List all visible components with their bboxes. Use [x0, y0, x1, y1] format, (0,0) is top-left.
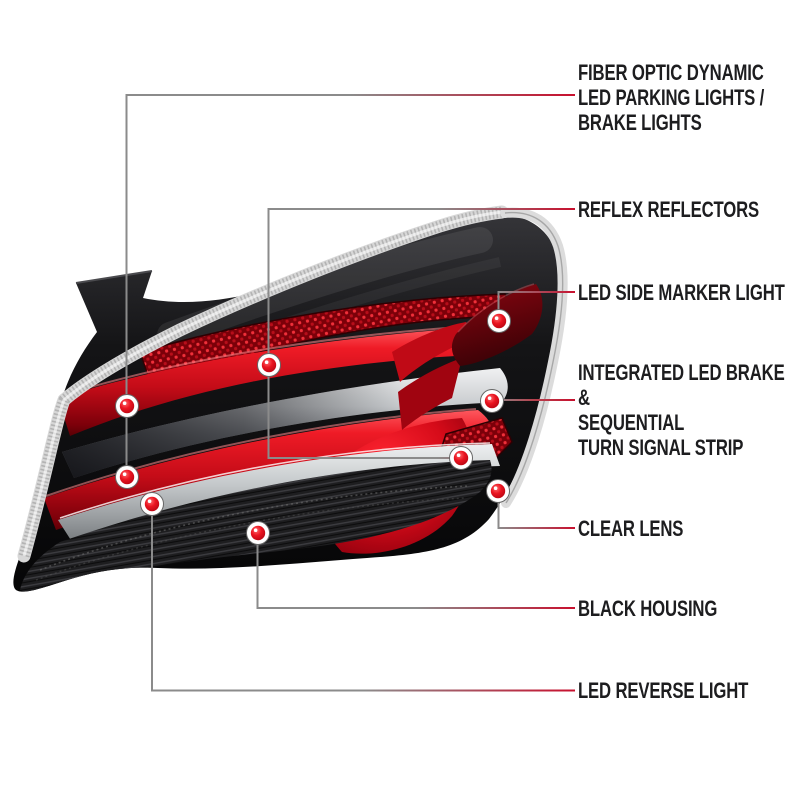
marker-dot-side-marker: [487, 309, 511, 333]
callout-line-clear-lens: [497, 491, 575, 529]
marker-dot-reflex-lower: [449, 446, 473, 470]
callout-label-line: INTEGRATED LED BRAKE: [578, 360, 785, 385]
callout-line-led-reverse: [151, 504, 575, 692]
callout-lines: [125, 94, 575, 692]
marker-dot-black-housing: [246, 521, 270, 545]
callout-label-clear-lens: CLEAR LENS: [578, 516, 683, 541]
callout-label-line: CLEAR LENS: [578, 516, 684, 541]
callout-label-line: BLACK HOUSING: [578, 596, 718, 621]
callout-label-line: &: [578, 385, 590, 410]
callout-label-line: TURN SIGNAL STRIP: [578, 435, 744, 460]
callout-label-fiber-optic: FIBER OPTIC DYNAMIC LED PARKING LIGHTS /…: [578, 60, 764, 135]
marker-dot-brake-lower: [115, 465, 139, 489]
callout-label-side-marker: LED SIDE MARKER LIGHT: [578, 280, 785, 305]
callout-label-integrated: INTEGRATED LED BRAKE & SEQUENTIAL TURN S…: [578, 360, 785, 460]
chrome-trim: [17, 205, 509, 563]
marker-dots: [115, 309, 511, 545]
marker-dot-integrated: [480, 389, 504, 413]
callout-line-black-housing: [256, 533, 575, 609]
marker-dot-clear-lens: [486, 479, 510, 503]
callout-line-fiber-optic: [125, 94, 575, 477]
callout-line-reflex-reflectors: [267, 208, 575, 459]
callout-label-line: REFLEX REFLECTORS: [578, 197, 760, 222]
callout-label-line: BRAKE LIGHTS: [578, 110, 702, 135]
marker-dot-parking-upper: [115, 394, 139, 418]
callout-label-line: LED REVERSE LIGHT: [578, 678, 749, 703]
mounting-fin-edge: [75, 270, 153, 284]
callout-label-black-housing: BLACK HOUSING: [578, 596, 717, 621]
callout-label-line: SEQUENTIAL: [578, 410, 685, 435]
marker-dot-led-reverse: [140, 492, 164, 516]
callout-label-line: LED PARKING LIGHTS /: [578, 85, 765, 110]
red-light-bar-upper: [58, 326, 502, 436]
marker-dot-reflex-upper: [257, 353, 281, 377]
callout-label-led-reverse: LED REVERSE LIGHT: [578, 678, 748, 703]
callout-label-line: FIBER OPTIC DYNAMIC: [578, 60, 764, 85]
callout-label-line: LED SIDE MARKER LIGHT: [578, 280, 785, 305]
callout-label-reflex-reflectors: REFLEX REFLECTORS: [578, 197, 759, 222]
